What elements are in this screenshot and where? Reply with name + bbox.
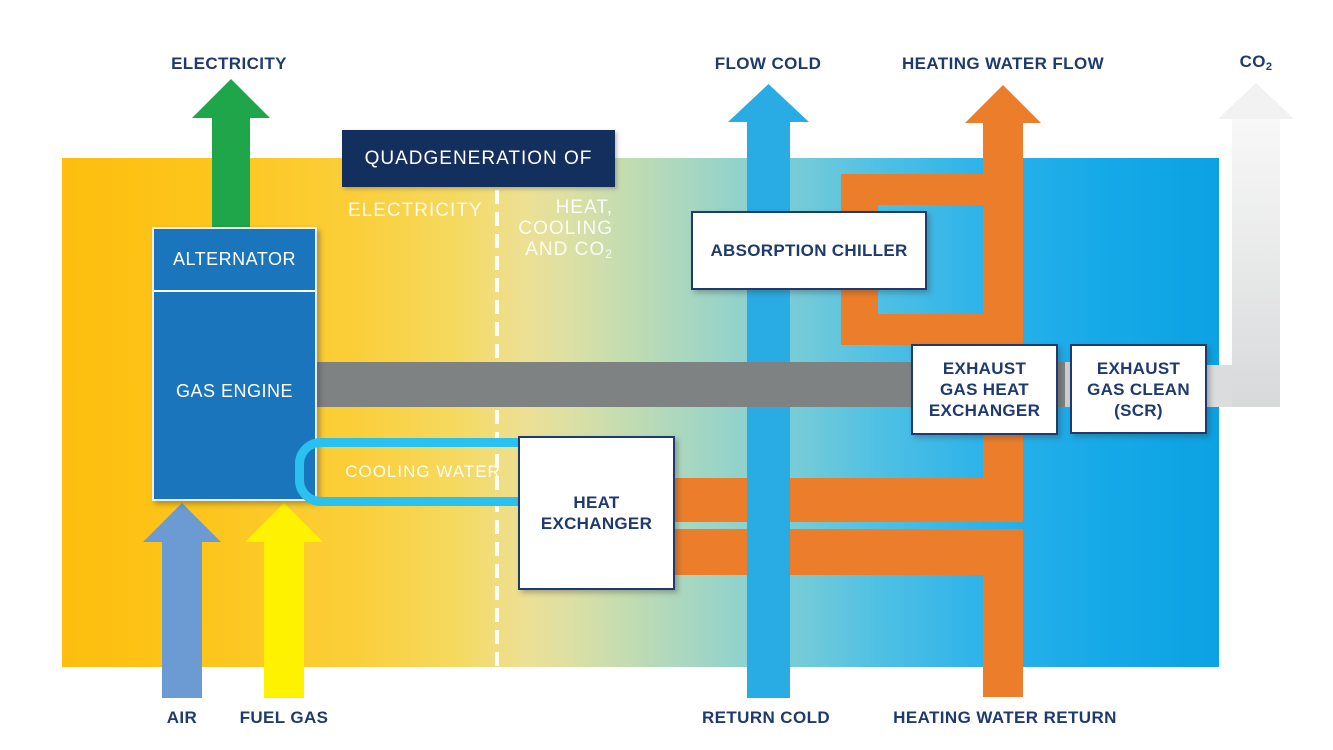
exhaust-gas-heat-exchanger-box: EXHAUST GAS HEAT EXCHANGER [911,344,1058,435]
quadgeneration-banner: QUADGENERATION OF [342,130,615,187]
gas-engine-unit: ALTERNATOR GAS ENGINE [152,227,317,501]
zone-label-electricity: ELECTRICITY [348,200,483,221]
label-flow-cold: FLOW COLD [714,54,822,73]
heat-exchanger-box: HEAT EXCHANGER [518,436,675,590]
flow-cold-arrowhead [728,84,809,122]
label-return-cold: RETURN COLD [701,708,831,727]
gas-engine-label: GAS ENGINE [175,381,294,401]
exhaust-gas-clean-scr-box: EXHAUST GAS CLEAN (SCR) [1070,344,1207,434]
label-heating-water-return: HEATING WATER RETURN [893,708,1117,727]
absorption-chiller-box: ABSORPTION CHILLER [691,211,927,290]
heating-water-return-pipe [655,529,1023,575]
label-heating-water-flow: HEATING WATER FLOW [901,54,1105,73]
co2-arrowhead [1218,83,1294,119]
zone-divider-dashed-line [495,190,499,667]
engine-divider [154,290,315,292]
air-arrow-shaft [162,541,202,698]
fuel-gas-arrow-shaft [264,541,304,698]
co2-pipe [1232,119,1280,407]
heating-water-supply-pipe [655,478,1023,522]
electricity-arrow-shaft [212,117,250,227]
alternator-label: ALTERNATOR [172,249,297,269]
cooling-water-highlight-ring: COOLING WATER [295,438,551,506]
electricity-arrowhead [192,79,270,118]
cold-water-pipe [747,122,790,698]
heating-water-flow-arrowhead [965,85,1041,123]
chiller-loop-bottom-pipe [841,314,983,345]
label-electricity: ELECTRICITY [171,54,287,73]
label-fuel-gas: FUEL GAS [239,708,329,727]
label-co2: CO2 [1239,52,1273,73]
zone-label-heat-cooling-co2: HEAT, COOLING AND CO2 [518,197,613,262]
heating-water-riser-up-pipe [983,122,1023,522]
label-air: AIR [166,708,198,727]
cooling-water-label: COOLING WATER [345,462,501,481]
banner-title: QUADGENERATION OF [364,147,593,169]
